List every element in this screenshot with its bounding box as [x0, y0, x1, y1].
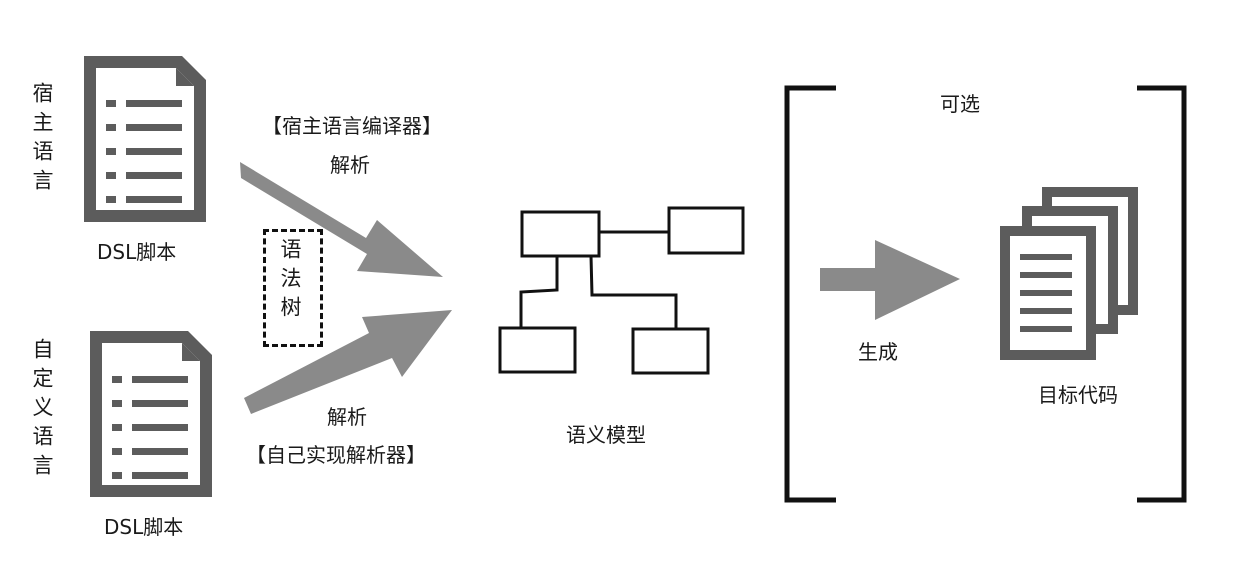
parse-label-top: 解析	[330, 153, 370, 177]
target-code-label: 目标代码	[1038, 383, 1118, 407]
generate-arrow	[820, 240, 960, 320]
semantic-model-label: 语义模型	[566, 423, 646, 447]
upper-parse-arrow	[240, 162, 443, 277]
generate-label: 生成	[858, 340, 898, 364]
host-language-label: 宿主语言	[30, 82, 54, 198]
optional-label: 可选	[940, 92, 980, 116]
host-compiler-label: 【宿主语言编译器】	[262, 114, 442, 138]
custom-language-label: 自定义语言	[30, 338, 54, 483]
semantic-model-graph	[498, 206, 745, 375]
parse-label-bottom: 解析	[327, 405, 367, 429]
syntax-tree-label: 语法树	[278, 238, 302, 325]
dsl-script-label-bottom: DSL脚本	[104, 515, 184, 539]
dsl-script-document-top	[84, 56, 206, 222]
optional-bracket	[784, 85, 1187, 503]
dsl-script-label-top: DSL脚本	[97, 240, 177, 264]
dsl-script-document-bottom	[90, 331, 212, 497]
syntax-tree-box: 语法树	[263, 229, 323, 347]
custom-parser-label: 【自己实现解析器】	[246, 443, 426, 467]
target-code-documents	[1000, 187, 1138, 360]
lower-parse-arrow	[244, 310, 452, 414]
